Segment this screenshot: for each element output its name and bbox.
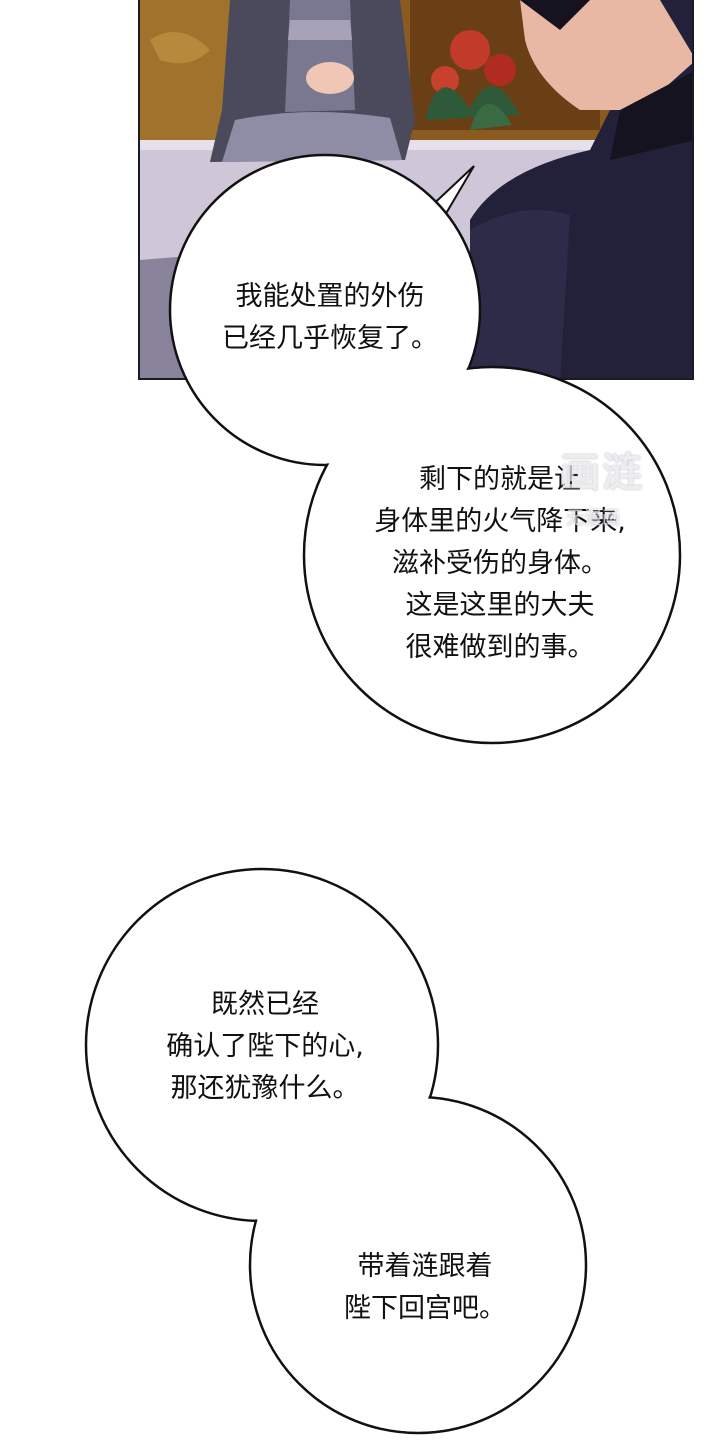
screen-motif [150,32,210,64]
folded-hands [306,62,354,94]
watermark-logo: 画涟 无漫画 [548,432,698,542]
red-flower [450,30,490,70]
foreground-man-hair [520,0,590,30]
speech-line: 确认了陛下的心, [166,1031,364,1062]
watermark-bottom-text: 无漫画 [566,508,620,529]
foreground-man-shoulder [470,210,570,378]
screen-panel-left [140,0,230,150]
speech-line: 身体里的火气降下来, [374,506,626,537]
speech-text-4: 带着涟跟着 陛下回宫吧。 [300,1246,550,1330]
foreground-man-collar [610,72,692,160]
seated-figure-sash [288,20,352,40]
speech-line: 剩下的就是让 [419,464,581,495]
bubble-group-a [168,153,682,745]
green-leaves [470,103,512,130]
floor-edge [140,140,692,150]
speech-line: 滋补受伤的身体。 [392,548,608,579]
speech-text-2: 剩下的就是让 身体里的火气降下来, 滋补受伤的身体。 这是这里的大夫 很难做到的… [330,459,670,669]
seated-figure-lap [222,111,402,162]
bubble-group-b [84,867,588,1435]
foreground-man-face [520,0,692,110]
red-flower [484,54,516,86]
watermark-top-text: 画涟 [560,450,644,496]
speech-line: 陛下回宫吧。 [344,1293,506,1324]
speech-line: 这是这里的大夫 [405,590,595,621]
speech-text-3: 既然已经 确认了陛下的心, 那还犹豫什么。 [120,984,410,1110]
speech-text-1: 我能处置的外伤 已经几乎恢复了。 [195,276,465,360]
red-flower [431,66,459,94]
speech-line: 既然已经 [211,989,319,1020]
speech-line: 已经几乎恢复了。 [222,323,438,354]
speech-line: 很难做到的事。 [405,632,595,663]
speech-line: 带着涟跟着 [357,1251,493,1282]
speech-line: 那还犹豫什么。 [170,1073,360,1104]
speech-line: 我能处置的外伤 [235,281,425,312]
